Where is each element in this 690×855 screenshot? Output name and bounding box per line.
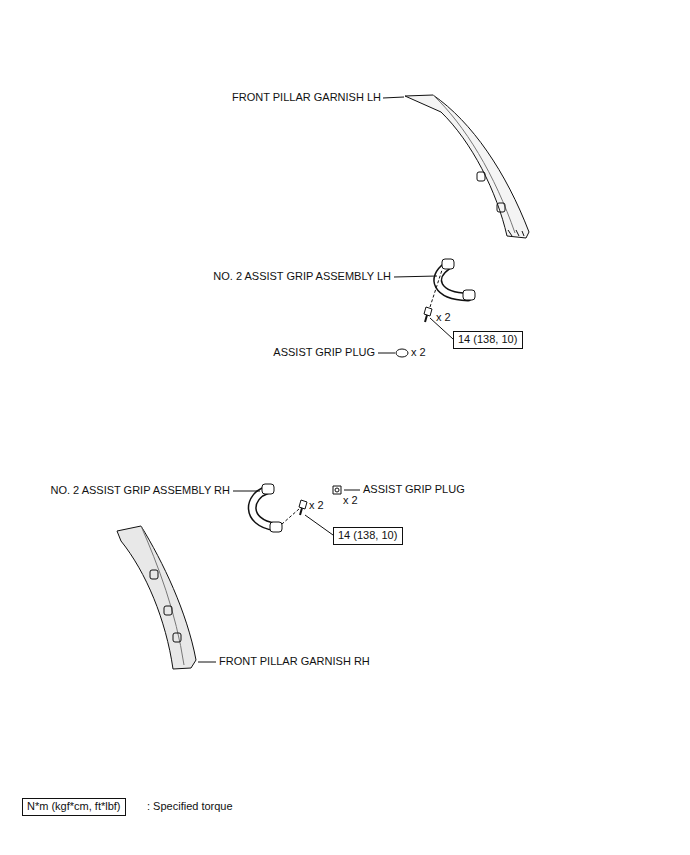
part-name: ASSIST GRIP PLUG — [273, 346, 375, 359]
part-name: NO. 2 ASSIST GRIP ASSEMBLY RH — [50, 484, 230, 497]
torque-box: 14 (138, 10) — [333, 527, 403, 545]
torque-value: 14 (138, 10) — [338, 529, 397, 541]
torque-legend-box: N*m (kgf*cm, ft*lbf) — [22, 798, 126, 816]
legend-text: : Specified torque — [147, 800, 233, 813]
part-name: FRONT PILLAR GARNISH LH — [232, 91, 381, 104]
quantity: x 2 — [411, 346, 426, 359]
quantity: x 2 — [309, 499, 324, 512]
torque-value: N*m (kgf*cm, ft*lbf) — [27, 800, 121, 812]
part-name: ASSIST GRIP PLUG — [363, 483, 465, 496]
torque-value: 14 (138, 10) — [458, 333, 517, 345]
pillar-garnish — [117, 526, 196, 669]
quantity: x 2 — [436, 311, 451, 324]
part-name: FRONT PILLAR GARNISH RH — [219, 655, 370, 668]
torque-box: 14 (138, 10) — [453, 331, 523, 349]
quantity: x 2 — [343, 494, 358, 507]
pillar-garnish — [405, 95, 529, 238]
part-name: NO. 2 ASSIST GRIP ASSEMBLY LH — [213, 270, 391, 283]
